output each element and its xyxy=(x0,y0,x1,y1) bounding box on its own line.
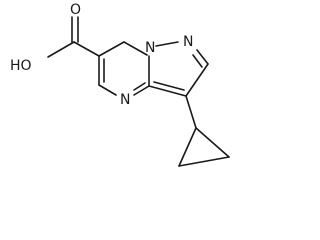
bond-n1-c2 xyxy=(196,49,209,65)
atom-label-bridge-nitrogen: N xyxy=(145,40,155,56)
bonds xyxy=(47,16,230,167)
bond-cp1-cp2 xyxy=(178,127,197,167)
bond-c6-ccooh xyxy=(73,41,100,57)
bond-n8-n1 xyxy=(155,41,179,47)
atom-labels: HO O N N N xyxy=(10,2,193,108)
atom-label-carbonyl-oxygen: O xyxy=(70,2,81,18)
bond-c7-n8 xyxy=(123,41,148,56)
bond-n4-c3a xyxy=(133,85,150,96)
atom-label-pyrimidine-nitrogen: N xyxy=(120,92,130,108)
bond-c3-c3a xyxy=(148,85,187,97)
bond-c3-c3a-double xyxy=(153,81,185,91)
bond-cp1-cp3 xyxy=(195,127,230,158)
bond-c6-c7 xyxy=(98,41,125,57)
bond-cp2-cp3 xyxy=(178,156,230,167)
bond-ccooh-oh xyxy=(47,41,75,58)
atom-label-pyrazole-nitrogen: N xyxy=(183,34,193,50)
bond-c2-c3 xyxy=(185,63,209,97)
bond-n4-c3a-double xyxy=(133,82,146,91)
molecule-structure: HO O N N N xyxy=(10,2,230,167)
bond-c3-cp1 xyxy=(185,95,197,129)
bond-c5-n4 xyxy=(98,84,117,96)
bond-n1-c2-double xyxy=(192,54,203,68)
atom-label-hydroxyl: HO xyxy=(10,58,32,74)
